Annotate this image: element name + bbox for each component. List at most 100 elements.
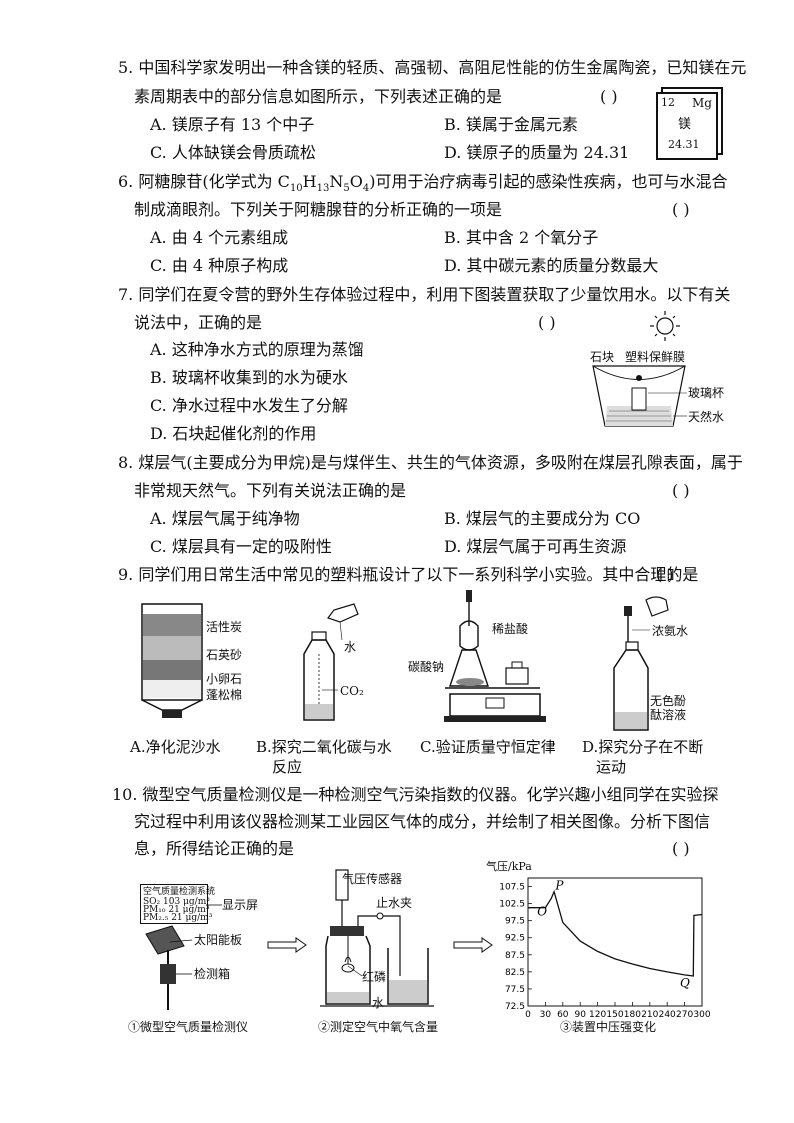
monitor-screen: 空气质量检测系统 SO₂ 103 μg/m³ PM₁₀ 21 μg/m³ PM₂… bbox=[140, 884, 215, 924]
x-tick-label: 210 bbox=[641, 1010, 658, 1020]
label-cotton: 蓬松棉 bbox=[206, 688, 243, 702]
point-p-label: P bbox=[554, 879, 564, 893]
x-tick-label: 30 bbox=[540, 1010, 552, 1020]
caption-c: C.验证质量守恒定律 bbox=[420, 738, 556, 756]
label-pebbles: 小卵石 bbox=[206, 672, 243, 686]
caption-d: D.探究分子在不断 bbox=[582, 738, 704, 756]
label-red-phosphorus: 红磷 bbox=[362, 970, 387, 984]
q7-option-c: C. 净水过程中水发生了分解 bbox=[150, 396, 348, 415]
q8-option-c: C. 煤层具有一定的吸附性 bbox=[150, 537, 332, 556]
caption-b-2: 反应 bbox=[272, 758, 303, 776]
q6-sub-n: 5 bbox=[343, 183, 350, 195]
caption-apparatus: ②测定空气中氧气含量 bbox=[318, 1020, 439, 1034]
q6-formula-prefix: 6. 阿糖腺苷(化学式为 C bbox=[118, 172, 290, 191]
q5-option-c: C. 人体缺镁会骨质疏松 bbox=[150, 143, 316, 162]
screen-row-pm10: PM₁₀ 21 μg/m³ bbox=[143, 905, 210, 915]
label-phenolphthalein-2: 酞溶液 bbox=[650, 708, 687, 722]
q5-bracket: ( ) bbox=[600, 87, 618, 106]
x-tick-label: 0 bbox=[525, 1010, 531, 1020]
q10-line1: 10. 微型空气质量检测仪是一种检测空气污染指数的仪器。化学兴趣小组同学在实验探 bbox=[112, 785, 719, 804]
caption-d-2: 运动 bbox=[596, 758, 627, 776]
label-ammonia: 浓氨水 bbox=[652, 624, 689, 638]
x-tick-label: 180 bbox=[624, 1010, 641, 1020]
q9-bracket: ( ) bbox=[656, 565, 674, 584]
caption-monitor: ①微型空气质量检测仪 bbox=[128, 1020, 249, 1034]
monitor-device-diagram bbox=[145, 904, 222, 1010]
y-tick-label: 87.5 bbox=[505, 951, 525, 961]
element-name: 镁 bbox=[678, 117, 692, 132]
label-natural-water: 天然水 bbox=[688, 410, 725, 424]
pressure-curve bbox=[528, 889, 703, 977]
y-tick-label: 72.5 bbox=[505, 1002, 525, 1012]
x-tick-label: 60 bbox=[557, 1010, 569, 1020]
label-display-screen: 显示屏 bbox=[222, 898, 259, 912]
q7-option-d: D. 石块起催化剂的作用 bbox=[150, 424, 317, 443]
label-water-clamp: 止水夹 bbox=[376, 896, 413, 910]
label-detection-box: 检测箱 bbox=[194, 967, 231, 981]
label-co2: CO₂ bbox=[340, 684, 364, 698]
x-tick-label: 240 bbox=[659, 1010, 676, 1020]
oxygen-apparatus-diagram bbox=[320, 869, 434, 1007]
q10-line2: 究过程中利用该仪器检测某工业园区气体的成分，并绘制了相关图像。分析下图信 bbox=[134, 812, 711, 831]
y-tick-label: 82.5 bbox=[505, 968, 525, 978]
q6-h: H bbox=[302, 172, 317, 191]
y-tick-label: 77.5 bbox=[505, 985, 525, 995]
q6-o: O bbox=[349, 172, 363, 191]
label-plastic-film: 塑料保鲜膜 bbox=[625, 350, 686, 364]
x-tick-label: 300 bbox=[693, 1010, 710, 1020]
ammonia-bottle-diagram bbox=[613, 596, 669, 731]
q5-option-a: A. 镁原子有 13 个中子 bbox=[150, 115, 315, 134]
x-tick-label: 90 bbox=[574, 1010, 586, 1020]
q5-option-b: B. 镁属于金属元素 bbox=[444, 115, 578, 134]
q6-bracket: ( ) bbox=[672, 200, 690, 219]
label-solar-panel: 太阳能板 bbox=[194, 933, 243, 947]
caption-chart: ③装置中压强变化 bbox=[560, 1020, 657, 1034]
co2-bottle-diagram bbox=[303, 603, 359, 721]
label-water: 水 bbox=[372, 996, 385, 1010]
q8-bracket: ( ) bbox=[672, 481, 690, 500]
q7-option-a: A. 这种净水方式的原理为蒸馏 bbox=[150, 340, 364, 359]
label-glass-cup: 玻璃杯 bbox=[688, 386, 725, 400]
q6-line2: 制成滴眼剂。下列关于阿糖腺苷的分析正确的一项是 bbox=[134, 200, 503, 219]
q9-line1: 9. 同学们用日常生活中常见的塑料瓶设计了以下一系列科学小实验。其中合理的是 bbox=[118, 565, 699, 584]
chart-ylabel: 气压/kPa bbox=[486, 860, 532, 873]
q5-line1: 5. 中国科学家发明出一种含镁的轻质、高强韧、高阻尼性能的仿生金属陶瓷，已知镁在… bbox=[118, 58, 747, 77]
filter-bottle-diagram bbox=[141, 603, 203, 718]
screen-row-so2: SO₂ 103 μg/m³ bbox=[143, 897, 210, 907]
q6-line1-rest: )可用于治疗病毒引起的感染性疾病，也可与水混合 bbox=[369, 172, 728, 191]
q8-line2: 非常规天然气。下列有关说法正确的是 bbox=[134, 481, 407, 500]
q6-option-c: C. 由 4 种原子构成 bbox=[150, 256, 289, 275]
x-tick-label: 270 bbox=[676, 1010, 693, 1020]
balance-diagram bbox=[444, 590, 546, 722]
element-mass: 24.31 bbox=[668, 138, 700, 151]
q10-bracket: ( ) bbox=[672, 839, 690, 858]
q6-option-d: D. 其中碳元素的质量分数最大 bbox=[444, 256, 659, 275]
label-dilute-hcl: 稀盐酸 bbox=[492, 622, 529, 636]
q6-option-b: B. 其中含 2 个氧分子 bbox=[444, 228, 599, 247]
y-tick-label: 92.5 bbox=[505, 934, 525, 944]
element-symbol: Mg bbox=[692, 96, 712, 110]
chart-frame bbox=[527, 877, 703, 1007]
point-q-label: Q bbox=[680, 976, 690, 990]
q7-bracket: ( ) bbox=[538, 313, 556, 332]
x-tick-label: 120 bbox=[589, 1010, 606, 1020]
solar-still-diagram bbox=[592, 311, 687, 427]
q6-n: N bbox=[329, 172, 344, 191]
q6-line1: 6. 阿糖腺苷(化学式为 C10H13N5O4)可用于治疗病毒引起的感染性疾病，… bbox=[118, 172, 727, 199]
q6-sub-h: 13 bbox=[316, 183, 330, 195]
x-tick-label: 150 bbox=[606, 1010, 623, 1020]
q8-option-b: B. 煤层气的主要成分为 CO bbox=[444, 509, 641, 528]
point-o-label: O bbox=[537, 905, 547, 919]
q7-option-b: B. 玻璃杯收集到的水为硬水 bbox=[150, 368, 348, 387]
q7-line2: 说法中，正确的是 bbox=[134, 313, 263, 332]
caption-b: B.探究二氧化碳与水 bbox=[256, 738, 392, 756]
label-stone: 石块 bbox=[590, 350, 615, 364]
q8-option-a: A. 煤层气属于纯净物 bbox=[150, 509, 300, 528]
q8-line1: 8. 煤层气(主要成分为甲烷)是与煤伴生、共生的气体资源，多吸附在煤层孔隙表面，… bbox=[118, 453, 743, 472]
arrow-icon bbox=[453, 937, 493, 953]
y-tick-label: 107.5 bbox=[499, 883, 525, 893]
q6-sub-c: 10 bbox=[289, 183, 303, 195]
q7-line1: 7. 同学们在夏令营的野外生存体验过程中，利用下图装置获取了少量饮用水。以下有关 bbox=[118, 285, 731, 304]
label-pressure-sensor: 气压传感器 bbox=[342, 872, 403, 886]
